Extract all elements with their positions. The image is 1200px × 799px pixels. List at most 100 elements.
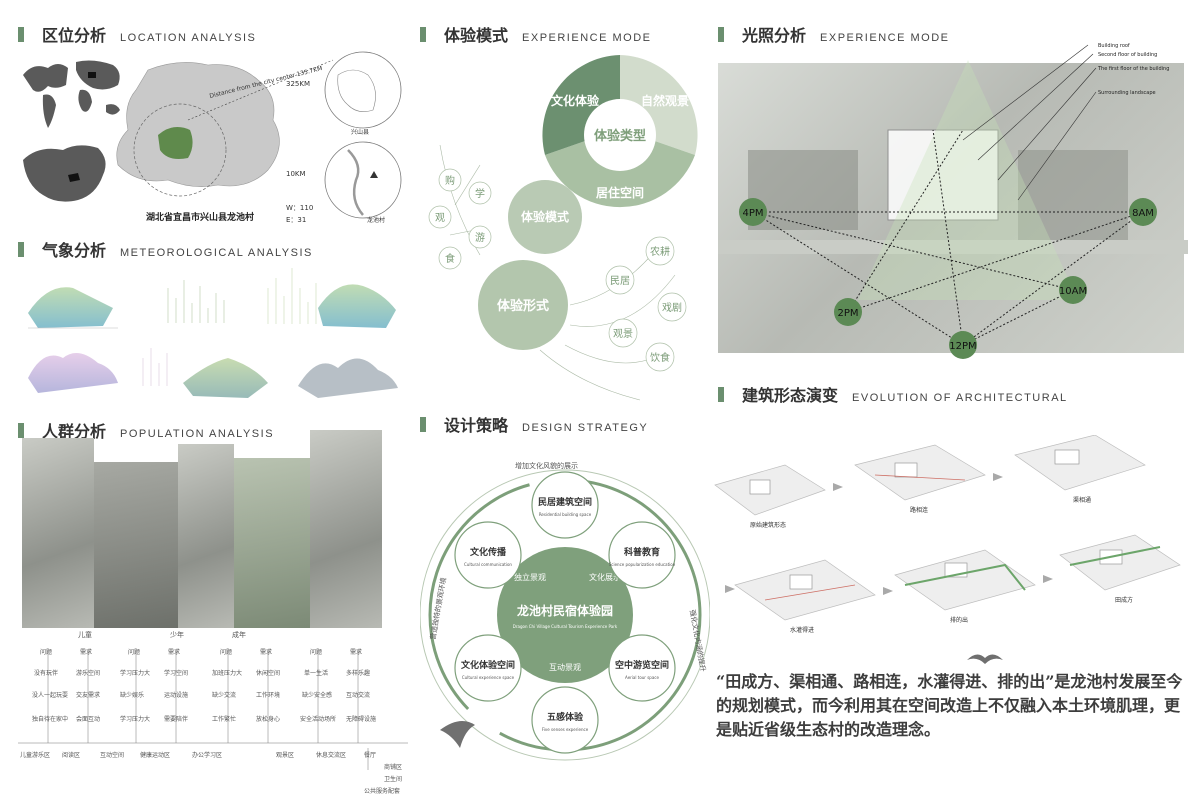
section-title: 体验模式 — [444, 26, 509, 45]
time-badge: 8AM — [1132, 208, 1154, 219]
section-title: 区位分析 — [42, 26, 107, 45]
table-cell: 单一生活 — [304, 671, 329, 677]
group-adult: 成年 — [232, 632, 246, 639]
header-bar — [718, 26, 724, 42]
node-sub: Cultural experience space — [462, 675, 515, 680]
col-head: 需求 — [260, 650, 273, 656]
table-cell: 学习空间 — [164, 671, 189, 677]
light-header: 光照分析 EXPERIENCE MODE — [718, 22, 949, 46]
zone-label: 观景区 — [276, 753, 295, 759]
china-map — [23, 145, 106, 202]
legend-item: The first floor of the building — [1097, 66, 1169, 72]
meteo-charts — [28, 268, 398, 398]
section-title: 人群分析 — [42, 422, 107, 441]
table-cell: 学习压力大 — [120, 717, 151, 723]
table-cell: 无障碍设施 — [346, 717, 377, 723]
surface-chart-5 — [298, 358, 398, 398]
node-circle — [608, 634, 676, 702]
section-subtitle: DESIGN STRATEGY — [522, 422, 649, 434]
legend-item: Building roof — [1098, 43, 1130, 49]
mode-label: 体验模式 — [521, 209, 569, 224]
table-cell: 会面互动 — [76, 717, 101, 723]
section-subtitle: POPULATION ANALYSIS — [120, 428, 275, 440]
ring-center-label: 体验类型 — [594, 128, 646, 144]
population-tree-lines — [18, 650, 408, 770]
experience-diagram: 体验类型 文化体验 自然观景 居住空间 体验模式 体验形式 购 学 观 游 食 … — [428, 55, 698, 401]
table-cell: 交友需求 — [76, 693, 101, 699]
section-title: 设计策略 — [444, 416, 509, 435]
inner-label: 独立景观 — [514, 572, 546, 582]
legend-item: Surrounding landscape — [1098, 90, 1156, 96]
field-block — [748, 150, 858, 230]
spike-chart-1 — [167, 280, 225, 323]
zone-label: 商铺区 — [384, 765, 403, 771]
time-badge: 12PM — [949, 341, 976, 352]
form-label: 体验形式 — [497, 298, 549, 314]
node-circle — [454, 634, 522, 702]
stage-label: 路相连 — [910, 506, 928, 514]
field-block — [1018, 150, 1128, 250]
time-badge: 4PM — [742, 208, 763, 219]
section-title: 光照分析 — [742, 26, 807, 45]
latitude: E：31 — [286, 216, 306, 224]
table-cell: 多样乐趣 — [346, 671, 371, 677]
table-cell: 独自待在家中 — [32, 717, 69, 723]
zone-label: 阅读区 — [62, 753, 81, 759]
node-label: 五感体验 — [547, 711, 584, 723]
form-circle — [478, 260, 568, 350]
sun-cone — [858, 60, 1078, 300]
table-cell: 放松身心 — [256, 717, 281, 723]
col-head: 问题 — [40, 650, 53, 656]
table-cell: 工作繁忙 — [212, 717, 237, 723]
col-head: 问题 — [128, 650, 141, 656]
node-sub: Five senses experience — [542, 727, 589, 732]
county-label: 兴山县 — [351, 128, 369, 136]
col-head: 问题 — [220, 650, 233, 656]
ring-label-living: 居住空间 — [596, 185, 644, 200]
table-cell: 没有玩伴 — [34, 671, 59, 677]
stage-label: 排的出 — [950, 616, 968, 624]
section-subtitle: EVOLUTION OF ARCHITECTURAL — [852, 392, 1068, 404]
section-title: 建筑形态演变 — [742, 386, 839, 405]
population-header: 人群分析 POPULATION ANALYSIS — [18, 418, 274, 442]
village-map: 龙池村 — [324, 141, 402, 224]
node-label: 观景 — [613, 328, 633, 340]
node-label: 文化传播 — [469, 546, 507, 558]
header-bar — [718, 386, 724, 402]
node-circle — [531, 686, 599, 754]
zone-label: 餐厅 — [364, 753, 377, 759]
outer-thin-ring — [420, 469, 710, 761]
table-cell: 缺少交流 — [212, 693, 237, 699]
surface-chart-3 — [28, 353, 118, 393]
node-label: 文化体验空间 — [460, 659, 515, 671]
node-circle — [454, 521, 522, 589]
header-bar — [18, 241, 24, 257]
inner-label: 互动景观 — [549, 662, 581, 672]
km-label-2: 10KM — [286, 170, 306, 178]
bird-icon — [440, 721, 475, 748]
county-map: 兴山县 — [324, 51, 402, 136]
center-circle — [497, 547, 633, 683]
section-subtitle: EXPERIENCE MODE — [820, 32, 950, 44]
road — [718, 240, 1188, 254]
node-label: 学 — [475, 187, 485, 200]
photo-youth — [310, 430, 382, 628]
spike-chart-3 — [142, 348, 168, 386]
location-maps: Distance from the city center 135.7KM 兴山… — [23, 51, 402, 224]
node-label: 食 — [445, 252, 455, 265]
section-subtitle: METEOROLOGICAL ANALYSIS — [120, 247, 313, 259]
stage-label: 水灌得进 — [790, 626, 814, 634]
bird-icon — [967, 654, 1003, 664]
group-child: 儿童 — [78, 632, 92, 639]
world-map — [23, 60, 120, 128]
section-subtitle: EXPERIENCE MODE — [522, 32, 652, 44]
table-cell: 休闲空间 — [256, 671, 281, 677]
photo-child — [94, 462, 178, 628]
house-volume — [1054, 449, 1080, 465]
ring-segment-nature — [620, 55, 698, 155]
ring-segment-culture — [542, 55, 620, 155]
node-label: 农耕 — [650, 245, 670, 258]
experience-header: 体验模式 EXPERIENCE MODE — [420, 22, 651, 46]
arc-label-top: 增加文化风貌的展示 — [515, 461, 578, 470]
block-stage-3 — [1014, 435, 1146, 491]
